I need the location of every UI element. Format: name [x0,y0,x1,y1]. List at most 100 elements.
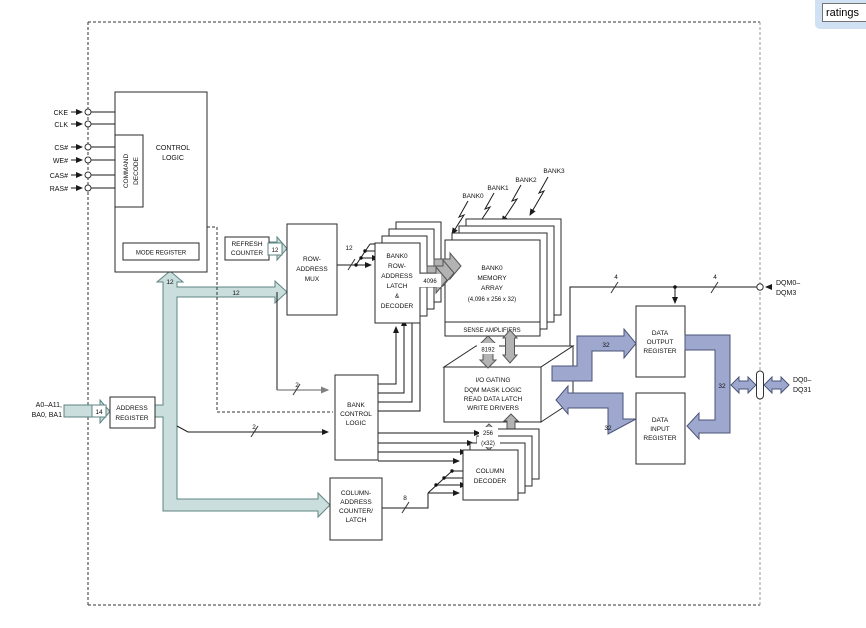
refresh-counter-label: REFRESH [231,241,262,248]
bus-width-32-dq: 32 [718,383,726,390]
svg-text:LOGIC: LOGIC [162,155,184,162]
bank1-tag: BANK1 [487,185,509,192]
io-gating-block: I/O GATING DQM MASK LOGIC READ DATA LATC… [442,345,575,423]
port-labels: CKE CLK CS# WE# CAS# RAS# A0–A11, BA0, B… [32,110,812,419]
row-decoder-stack: BANK0 ROW- ADDRESS LATCH & DECODER [374,221,442,324]
svg-text:COUNTER/: COUNTER/ [339,508,373,515]
column-decoder-stack: COLUMN DECODER [462,428,540,501]
svg-text:READ DATA LATCH: READ DATA LATCH [464,396,523,403]
command-decode-label: COMMAND [123,154,130,189]
ratings-input[interactable] [822,3,866,22]
pin-we [71,156,115,164]
dqm-pad-icon [756,283,764,291]
bus-width-32-write: 32 [604,425,612,432]
svg-text:ADDRESS: ADDRESS [381,273,413,280]
write-data-bus [555,384,637,435]
bus-width-4096: 4096 [423,279,437,285]
svg-text:DQM MASK LOGIC: DQM MASK LOGIC [464,387,522,394]
refresh-counter-block: REFRESH COUNTER 12 [224,236,283,261]
svg-text:DECODER: DECODER [474,478,507,485]
svg-text:CONTROL: CONTROL [340,411,372,418]
signal-lines [71,108,772,514]
bus-width-12-up: 12 [166,279,174,286]
svg-text:DQM3: DQM3 [776,290,796,297]
bus-width-8192: 8192 [481,348,495,354]
pin-label-clk: CLK [54,122,68,129]
row-address-mux-label: ROW- [303,256,321,263]
sense-io-8192-arrows: 8192 [477,329,519,369]
svg-text:(4,096 x 256 x 32): (4,096 x 256 x 32) [468,297,516,303]
svg-text:MEMORY: MEMORY [477,275,507,282]
pin-pad-icon [84,184,92,192]
bankctl-rowdec-2 [378,319,407,394]
pin-label-cke: CKE [54,110,69,117]
data-bus [551,327,790,441]
svg-text:LATCH: LATCH [346,517,367,524]
autocomplete-panel [815,0,866,29]
bus-width-4-left: 4 [614,274,618,281]
dq-bidir-arrow-outer [763,375,790,395]
svg-text:REGISTER: REGISTER [643,435,677,442]
svg-text:COUNTER: COUNTER [231,250,263,257]
svg-text:ROW-: ROW- [388,263,406,270]
pin-label-ras: RAS# [50,186,68,193]
bus-width-12-mux: 12 [232,290,240,297]
pin-label-cs: CS# [54,145,68,152]
read-data-bus [551,327,637,382]
column-counter-block: COLUMN- ADDRESS COUNTER/ LATCH [329,477,383,541]
mode-register-block [122,242,200,261]
pin-label-we: WE# [53,158,68,165]
control-logic-block: CONTROL LOGIC COMMAND DECODE MODE REGIST… [114,91,208,273]
svg-text:LOGIC: LOGIC [346,420,367,427]
pin-cke [71,108,115,116]
address-register-block: ADDRESS REGISTER [109,396,156,429]
bus-width-2-upper: 2 [295,382,299,389]
bank0-tag: BANK0 [462,193,484,200]
pin-ras [71,184,115,192]
svg-text:DECODER: DECODER [381,303,414,310]
pin-cs [71,143,115,151]
data-input-register-block: DATA INPUT REGISTER [635,392,686,465]
svg-text:DQ31: DQ31 [793,387,811,394]
column-counter-label: COLUMN- [341,490,371,497]
bank-control-logic-block: BANK CONTROL LOGIC [334,374,379,461]
data-input-register-label: DATA [652,417,669,424]
data-output-register-label: DATA [652,330,669,337]
dq-pad-icon [756,370,764,400]
svg-text:LATCH: LATCH [387,283,408,290]
col-addr-fan-diagonal [427,470,453,494]
bank2-pointer [501,184,522,223]
col-addr-8-line [382,493,429,509]
bus-width-8: 8 [403,495,407,502]
data-output-register-block: DATA OUTPUT REGISTER [635,305,686,378]
chip-boundary [87,21,761,606]
mode-register-control-line [207,226,333,413]
row-select-4096-arrows: 4096 [419,251,462,295]
address-bus-trunk [154,270,331,519]
control-logic-label: CONTROL [156,145,190,152]
address-input-label: A0–A11, [36,402,62,409]
dqm-label: DQM0– [776,280,800,287]
svg-text:ADDRESS: ADDRESS [340,499,372,506]
pin-pad-icon [84,120,92,128]
row-address-mux-block: ROW- ADDRESS MUX [286,223,338,316]
bankctl-rowdec-4 [378,305,423,412]
bus-width-256: 256 [483,431,494,437]
bank-control-label: BANK [347,402,365,409]
pin-pad-icon [84,156,92,164]
bus-width-12-refresh: 12 [272,248,279,254]
svg-text:MUX: MUX [305,276,320,283]
bank1-pointer [475,192,495,229]
svg-text:ARRAY: ARRAY [481,285,504,292]
dq-label: DQ0– [793,377,811,384]
memory-array-stack: BANK0 MEMORY ARRAY (4,096 x 256 x 32) SE… [444,218,562,337]
bank2-tag: BANK2 [515,177,537,184]
svg-text:REGISTER: REGISTER [643,348,677,355]
svg-text:&: & [395,293,400,300]
bus-width-32-read: 32 [602,342,610,349]
bank0-pointer [451,200,469,235]
svg-text:BA0, BA1: BA0, BA1 [32,412,62,419]
svg-text:DECODE: DECODE [133,156,140,184]
